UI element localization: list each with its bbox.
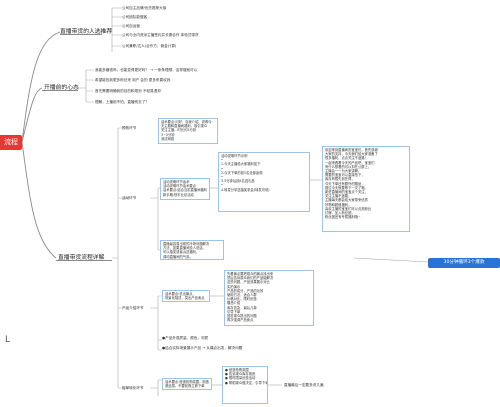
text-line: 先看痛点要把观众的痛点找出来 (227, 272, 274, 276)
text-line: 活动说明环节话术 (163, 180, 190, 184)
activity-mid-box: 活动说明环节示例 • 1.今天主播给大家福利如下 • 2.今天下单的前5名全部返… (218, 152, 310, 212)
product-left-box: 话术要点:说出痛点， 场景化描述，突出产品卖点 (162, 290, 210, 302)
text-line: 主播会一一为大家讲解， (325, 169, 362, 174)
text-line: 赠品介绍 (227, 301, 241, 306)
text-line: 这些问题，产品效果展示对比 (227, 280, 270, 285)
text-line: 产品的成分，产品的功效 (227, 288, 264, 293)
subbranch-conversion[interactable]: 促单转化环节 (122, 386, 144, 390)
list-item: 我能多赚钱吗，也能变得更好吗？ → 一条条理顺，这样做就可以 (95, 68, 198, 72)
text-line: 灯牌，加入粉丝团， (325, 211, 355, 216)
text-line: 2.今天下单的前5名全部返现 (221, 170, 263, 175)
text-line: 引导下单 (227, 309, 241, 314)
list-item: 公司自主品牌/优先推荐大咖 (122, 6, 167, 10)
list-item: 公司团队能做客 (122, 15, 148, 19)
text-line: 价格对比，限时优惠 (227, 297, 257, 302)
text-line: 3~5分钟 (161, 132, 175, 137)
text-line: • (221, 183, 223, 188)
text-line: 回答观众提出的问题 (227, 314, 257, 319)
text-line: 有什么想看的可以扣在公屏上， (325, 164, 372, 169)
list-item: 公司与业内资深主播签约并长期合作 体验式带货 (122, 33, 199, 37)
subbranch-preheat[interactable]: 预热环节 (122, 126, 137, 130)
text-line: 直播最容易出现的冷场问题解决 (163, 242, 210, 246)
branch-underline (42, 90, 78, 91)
text-line: 喜欢主播的宝宝们可以点亮粉丝 (325, 206, 372, 211)
text-line: 库存有限先到先得， (325, 177, 355, 182)
product-right-box: 先看痛点要把观众的痛点找出来 然后告诉观众我们的产品能解决 这些问题，产品效果展… (224, 270, 314, 326)
text-line: 话术要点:营造抢购氛围，制造 (165, 380, 209, 384)
list-item: 公司自运营 (122, 24, 140, 28)
text-line: 4.转发分享送抽奖机会(转发可领) (221, 187, 270, 192)
text-line: 新进直播间的宝宝点个关注， (325, 190, 368, 195)
activity-right-box: 欢迎来到直播间的宝宝们，首先感谢 大家的支持，今天我们给大家准备了 很多福利，点… (322, 146, 410, 232)
text-line: ● 帮助观众做决定，引导下单 (225, 380, 268, 385)
list-item: 希望能找到更多粉丝来 用户 会的 更多来喜欢我 (95, 78, 171, 82)
text-line: 好物和超值福利， (325, 202, 352, 207)
text-line: 需要的宝宝可以直接拍下， (325, 173, 365, 178)
list-item: 首先需要明确我的目的和规划 不轻易退却 (95, 89, 161, 93)
text-line: 3.5分钟后抽5名送礼品 (221, 179, 255, 184)
branch-recommend-hosts[interactable]: 直播带货的人选推荐 (60, 29, 113, 35)
text-line: 今天下单还有额外的赠品， (325, 181, 365, 186)
branch-process-detail[interactable]: 直播带货流程详解 (58, 255, 105, 261)
text-line: ● 告诉观众库存紧张 (225, 372, 256, 377)
text-line: 活动说明环节示例 (221, 154, 248, 158)
root-node[interactable]: 流程 (0, 135, 22, 150)
list-item: 公司兼职/达人(合作方、佣金计算) (122, 44, 177, 48)
text-line: 主播每天都会给大家带来优质 (325, 198, 368, 203)
stray-mark: L (5, 335, 11, 345)
text-line: 粉丝团还有专属福利哦~ (325, 215, 361, 220)
text-line: 关注主播，时长约5分钟 (161, 128, 197, 133)
text-line: 场景化描述，突出产品卖点 (165, 296, 205, 301)
text-line: 欢迎来到直播间的宝宝们，首先感谢 (325, 148, 378, 152)
text-line: 实拍演示 (227, 284, 241, 289)
text-line: 然后告诉观众我们的产品能解决 (227, 276, 274, 281)
text-line: 1.今天主播给大家福利如下 (221, 162, 261, 167)
text-line: 方法，如果直播间没人说话， (163, 246, 206, 251)
product-bullet: ●产品外观质量，颜色，材质 (162, 336, 209, 340)
text-line: • (221, 175, 223, 180)
text-line: 再次强调产品卖点 (227, 318, 254, 323)
text-line: 话术要点:问好、自我介绍、说明今 (161, 120, 212, 124)
branch-underline (60, 34, 102, 35)
text-line: 调动直播间的气氛。 (163, 254, 193, 259)
cycle-pill[interactable]: 30分钟循环3个爆款 (428, 258, 500, 268)
preheat-box: 话术要点:问好、自我介绍、说明今 天主题和直播间福利，吸引观众 关注主播，时长约… (158, 118, 218, 144)
text-line: 紧迫感，不要犹豫立即下单 (165, 384, 205, 389)
text-line: • (221, 166, 223, 171)
subbranch-activity[interactable]: 活动环节 (122, 196, 137, 200)
convert-note: 直播最后一定要多说几遍 (284, 383, 324, 387)
text-line: 新手期:快手业绩活动 (163, 192, 194, 197)
convert-right-box: ● 营造抢购氛围 ● 告诉观众库存紧张 ● 限时限量优惠活动 ● 帮助观众做决定… (222, 366, 268, 404)
activity-bottom-box: 直播最容易出现的冷场问题解决 方法，如果直播间没人说话， 可以抽奖或者派送福利，… (160, 240, 224, 260)
text-line: 天主题和直播间福利，吸引观众 (161, 124, 208, 129)
text-line: 很多福利，点点关注不迷路！ (325, 156, 368, 161)
branch-underline (56, 260, 112, 261)
text-line: 可以抽奖或者派送福利， (163, 250, 200, 255)
activity-left-box: 活动说明环节话术 活动说明环节话术要点 话术要点:结合当前直播间福利 新手期:快… (160, 178, 210, 200)
text-line: 话术要点:结合当前直播间福利 (163, 188, 207, 193)
convert-left-box: 话术要点:营造抢购氛围，制造 紧迫感，不要犹豫立即下单 (162, 378, 212, 390)
text-line: 错过今天就要等下一次了哦。 (325, 185, 368, 190)
list-item: 理解，上播前不怕，直播别去了？ (95, 100, 149, 104)
text-line: • (221, 158, 223, 163)
text-line: 关注主播不迷路， (325, 194, 352, 199)
text-line: 库存告急，最后几单 (227, 305, 257, 310)
text-line: 使用方法，适合人群 (227, 293, 257, 298)
text-line: ● 限时限量优惠活动 (225, 376, 256, 381)
text-line: 一起来看看今天的产品吧，宝宝们 (325, 160, 375, 165)
text-line: 活动说明环节话术要点 (163, 184, 196, 189)
subbranch-product-intro[interactable]: 产品介绍环节 (122, 306, 144, 310)
branch-mindset[interactable]: 开播前的心态 (44, 85, 79, 91)
product-bullet: ●结合实际场景展示产品 → 从痛点出发，解决问题 (162, 346, 243, 350)
text-line: ● 营造抢购氛围 (225, 368, 249, 372)
text-line: 大家的支持，今天我们给大家准备了 (325, 152, 378, 157)
text-line: 测试网络 (161, 136, 175, 141)
text-line: 话术要点:说出痛点， (165, 292, 196, 296)
